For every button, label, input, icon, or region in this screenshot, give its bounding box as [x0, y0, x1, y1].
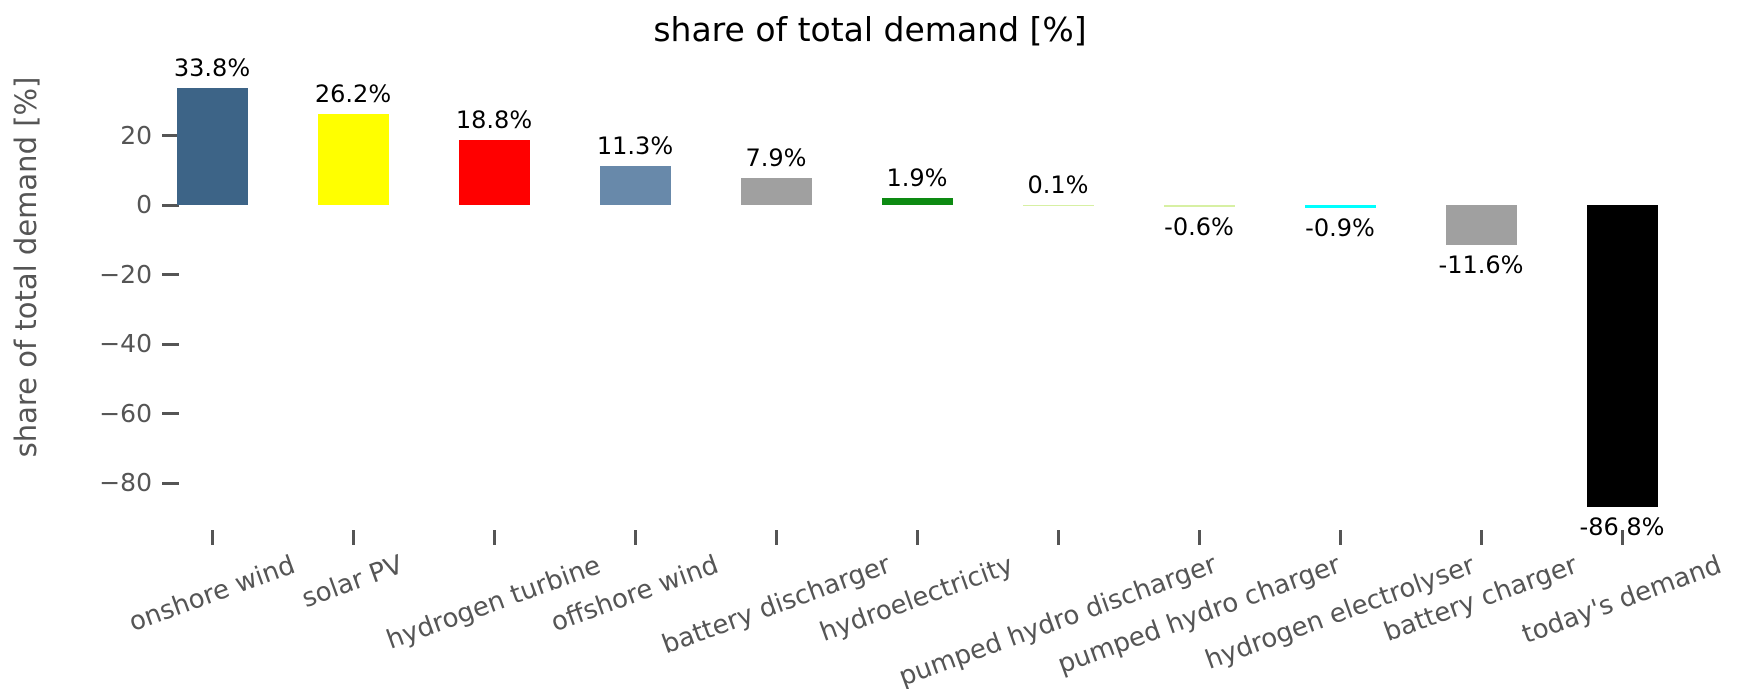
- y-tick-mark: [162, 412, 179, 415]
- x-tick-mark: [1197, 530, 1201, 545]
- x-tick-mark: [633, 530, 637, 545]
- bar: [1445, 205, 1517, 246]
- x-tick-mark: [351, 530, 355, 545]
- x-tick-label: solar PV: [298, 549, 408, 615]
- bar: [740, 177, 812, 205]
- bar-value-label: 18.8%: [455, 105, 533, 134]
- x-tick-mark: [1056, 530, 1060, 545]
- bar: [1163, 205, 1235, 208]
- x-tick-mark: [1620, 530, 1624, 545]
- y-tick-mark: [162, 342, 179, 346]
- bar-value-label: 26.2%: [314, 79, 392, 108]
- chart-title: share of total demand [%]: [653, 10, 1087, 49]
- x-tick-mark: [1479, 530, 1483, 545]
- y-tick-label: −60: [99, 398, 152, 428]
- y-tick-label: 20: [120, 120, 152, 150]
- y-tick-label: −20: [99, 259, 152, 289]
- bar-value-label: -0.9%: [1305, 214, 1375, 243]
- y-tick-label: 0: [136, 190, 152, 219]
- x-tick-mark: [492, 530, 496, 545]
- x-tick-mark: [1338, 530, 1342, 545]
- bar: [1304, 205, 1376, 209]
- bar: [1586, 205, 1658, 507]
- bar: [599, 165, 671, 205]
- y-tick-mark: [162, 203, 179, 207]
- bar: [317, 113, 389, 205]
- x-tick-mark: [774, 530, 778, 545]
- x-tick-mark: [210, 530, 214, 545]
- bar: [881, 198, 953, 205]
- x-tick-label: onshore wind: [125, 549, 299, 638]
- bar-value-label: 7.9%: [745, 143, 807, 172]
- bar-value-label: -11.6%: [1438, 251, 1524, 280]
- bar-value-label: 1.9%: [886, 164, 948, 193]
- y-tick-label: −80: [99, 468, 152, 497]
- y-tick-label: −40: [99, 329, 152, 358]
- bar: [176, 87, 248, 205]
- y-tick-mark: [162, 481, 179, 485]
- bar-value-label: -0.6%: [1164, 213, 1234, 242]
- bar: [458, 139, 530, 205]
- bar-value-label: 0.1%: [1027, 170, 1089, 199]
- x-tick-mark: [915, 530, 919, 545]
- y-tick-mark: [162, 273, 179, 276]
- bar-value-label: 11.3%: [596, 131, 674, 160]
- y-tick-mark: [162, 134, 179, 137]
- bar-value-label: 33.8%: [173, 53, 251, 82]
